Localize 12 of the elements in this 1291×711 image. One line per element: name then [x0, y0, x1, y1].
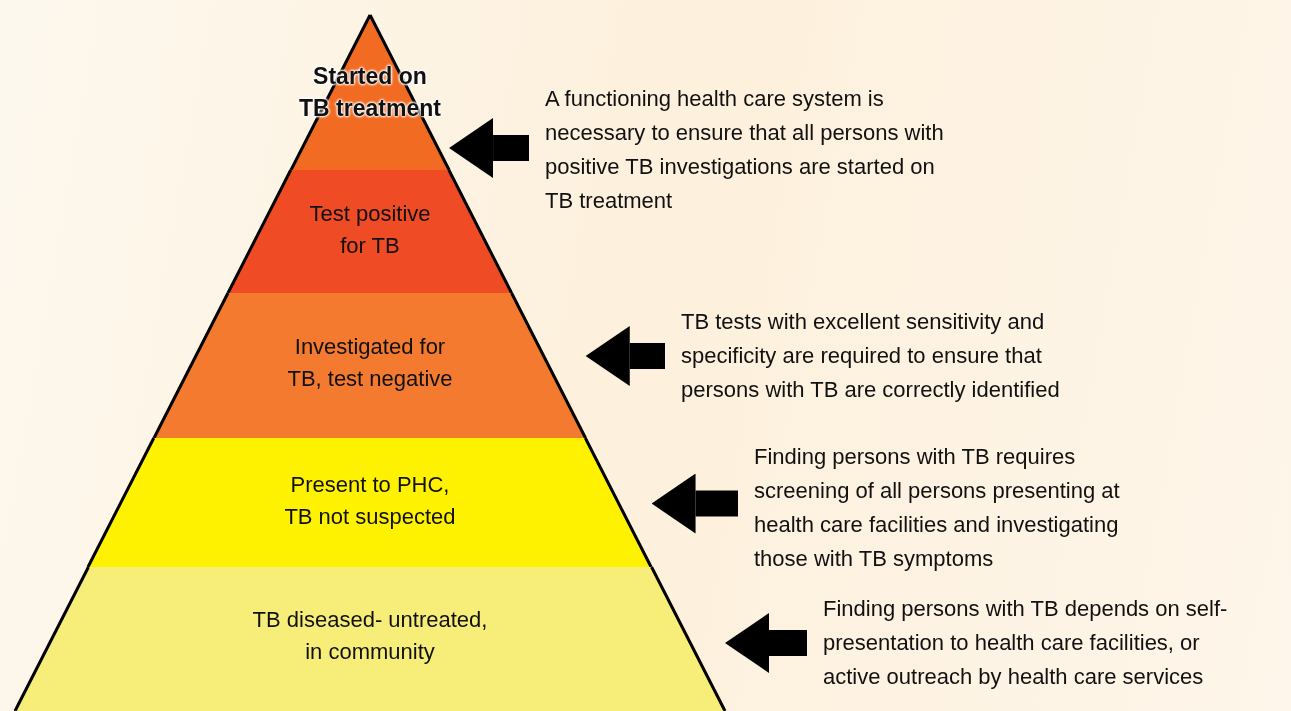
- block-arrow: [585, 326, 665, 386]
- block-arrow: [725, 613, 807, 673]
- explanation-text: Finding persons with TB requires screening of all persons presenting at health care facilities and investigating those with TB symptoms: [754, 440, 1174, 576]
- explanation-text: TB tests with excellent sensitivity and specificity are required to ensure that persons with TB are correctly identified: [681, 305, 1121, 407]
- pyramid-tier: Investigated for TB, test negative: [154, 293, 586, 438]
- pyramid-tier: Test positive for TB: [228, 170, 512, 293]
- explanation-text: Finding persons with TB depends on self-presentation to health care facilities, or active outreach by health care services: [823, 592, 1263, 694]
- explanation-text: A functioning health care system is necessary to ensure that all persons with positive TB investigations are started on TB treatment: [545, 82, 945, 218]
- block-arrow: [449, 118, 529, 178]
- pyramid-tier: TB diseased- untreated, in community: [15, 567, 725, 711]
- pyramid-tier: Present to PHC, TB not suspected: [88, 438, 652, 567]
- block-arrow: [651, 473, 738, 534]
